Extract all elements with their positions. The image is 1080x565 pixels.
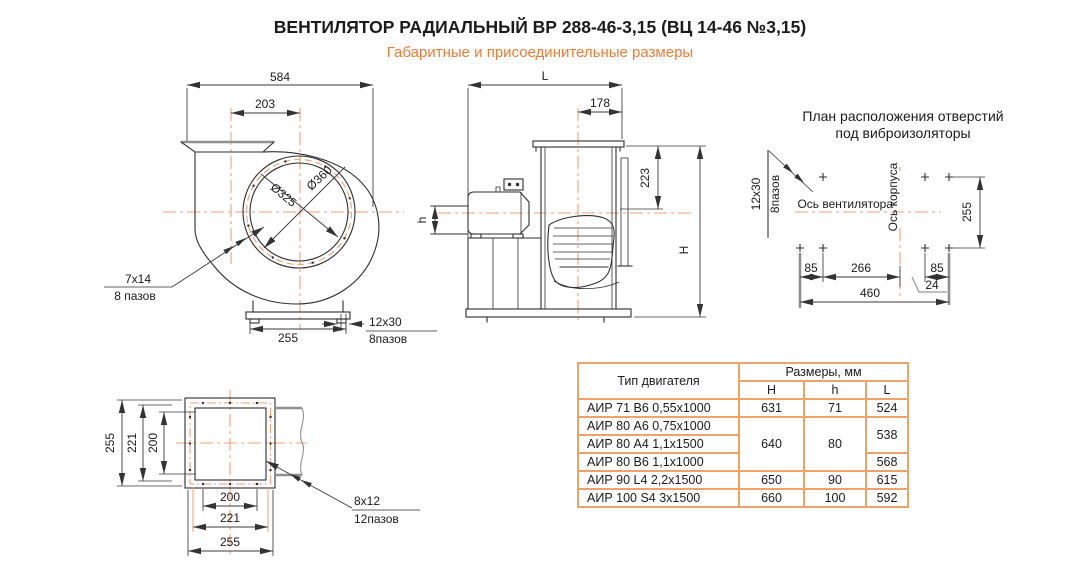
cell-H: 650	[738, 470, 805, 490]
inlet-circle-outer	[242, 155, 356, 269]
plan-title-line1: План расположения отверстий	[802, 108, 1004, 124]
dim-460: 460	[860, 286, 880, 300]
cell-L: 592	[865, 488, 909, 508]
side-flange-strip	[620, 157, 629, 267]
page-title: ВЕНТИЛЯТОР РАДИАЛЬНЫЙ ВР 288-46-3,15 (ВЦ…	[273, 17, 807, 37]
dim-255-base: 255	[278, 331, 298, 345]
flange-outer-square	[184, 397, 276, 489]
duct-break-line	[299, 407, 305, 476]
inlet-circle-inner	[249, 162, 349, 262]
body-axis-label: Ось корпуса	[886, 162, 900, 231]
cell-L: 615	[865, 470, 909, 490]
plan-view: Ось вентилятора Ось корпуса 12x30 8пазов	[749, 150, 985, 308]
cell-H: 660	[738, 488, 805, 508]
table-row: АИР 71 В6 0,55х1000 631 71 524	[577, 398, 909, 418]
bolt-circle	[245, 158, 353, 266]
table-row: АИР 90 L4 2,2х1500 650 90 615	[577, 470, 909, 490]
cell-L: 524	[865, 398, 909, 418]
header-motor-type: Тип двигателя	[577, 362, 740, 400]
page-subtitle: Габаритные и присоединительные размеры	[386, 44, 694, 61]
dim-H: H	[677, 246, 691, 255]
motor-size-table: Тип двигателя Размеры, мм H h L АИР 71 В…	[577, 362, 909, 508]
table-row: АИР 80 А6 0,75х1000 640 80 538	[577, 416, 909, 472]
impeller-scroll	[547, 215, 615, 288]
cell-h: 100	[803, 488, 867, 508]
flange-bolt-dots	[188, 401, 272, 486]
fan-axis-label: Ось вентилятора	[797, 197, 893, 211]
cell-H: 640	[738, 416, 805, 472]
table-row: АИР 100 S4 3х1500 660 100 592	[577, 488, 909, 508]
dim-221-h: 221	[220, 511, 240, 525]
table-row: АИР 80 В6 1,1х1000 568	[577, 452, 909, 472]
vibration-isolator-holes	[796, 173, 953, 252]
bolt-slot-dots	[247, 160, 351, 264]
dim-255-h: 255	[220, 535, 240, 549]
flange-opening	[194, 407, 267, 481]
flange-view: 255 221 200 200 221 255 8x12 12п	[103, 390, 420, 556]
header-H: H	[738, 380, 805, 400]
side-base-plate	[465, 308, 632, 318]
cell-motor-type: АИР 90 L4 2,2х1500	[577, 470, 740, 490]
dim-dia-inner: Ø325	[268, 180, 300, 210]
cell-motor-type: АИР 80 А4 1,1х1500	[577, 434, 740, 454]
cell-h: 71	[803, 398, 867, 418]
cell-motor-type: АИР 71 В6 0,55х1000	[577, 398, 740, 418]
cell-h: 80	[803, 416, 867, 472]
scroll-housing-outline	[194, 151, 380, 305]
dim-85-right: 85	[930, 261, 944, 275]
dim-200-v: 200	[146, 433, 160, 453]
cell-motor-type: АИР 80 А6 0,75х1000	[577, 416, 740, 436]
dim-255-plan: 255	[960, 202, 974, 222]
outlet-flange	[532, 140, 625, 148]
dim-24: 24	[925, 278, 939, 292]
side-view: h L 178 223 H	[415, 69, 706, 323]
table-row: АИР 80 А4 1,1х1500	[577, 434, 908, 454]
dim-266: 266	[851, 261, 871, 275]
motor-terminal-box	[503, 178, 524, 191]
dim-h: h	[415, 217, 429, 224]
dim-221-v: 221	[125, 433, 139, 453]
cell-L: 568	[865, 452, 909, 472]
dim-584: 584	[270, 70, 290, 84]
base-slot-label: 12x30	[369, 315, 402, 329]
plan-slot-label: 12x30	[749, 177, 763, 210]
plan-title-line2: под виброизоляторы	[835, 125, 971, 141]
dim-178: 178	[590, 96, 610, 110]
base-slot-count: 8пазов	[369, 332, 407, 346]
dim-223: 223	[638, 168, 652, 188]
cell-motor-type: АИР 80 В6 1,1х1000	[577, 452, 740, 472]
header-sizes: Размеры, мм	[738, 362, 909, 382]
slot-7x14-label: 7x14	[125, 272, 151, 286]
front-base-plate	[245, 311, 351, 320]
cell-motor-type: АИР 100 S4 3х1500	[577, 488, 740, 508]
dim-85-left: 85	[804, 261, 818, 275]
table-header-row-2: H h L	[578, 380, 909, 400]
slot-7x14-count: 8 пазов	[114, 289, 155, 303]
dim-203: 203	[255, 97, 275, 111]
header-h: h	[803, 380, 867, 400]
front-view: Ø325 Ø360 584 203 7x14 8 пазов	[104, 70, 437, 346]
cell-L: 538	[865, 416, 909, 454]
table-header-row-1: Тип двигателя Размеры, мм	[577, 362, 909, 400]
plan-view-title: План расположения отверстий под виброизо…	[758, 108, 1048, 142]
dim-L: L	[542, 69, 549, 83]
cell-H: 631	[738, 398, 805, 418]
dim-200-h: 200	[220, 490, 240, 504]
header-L: L	[865, 380, 909, 400]
flange-slot-label: 8x12	[354, 494, 380, 508]
plan-slot-count: 8пазов	[768, 175, 782, 213]
cell-h: 90	[803, 470, 867, 490]
dim-255-v: 255	[103, 433, 117, 453]
flange-slot-count: 12пазов	[354, 512, 399, 526]
dim-dia-outer: Ø360	[304, 163, 335, 193]
